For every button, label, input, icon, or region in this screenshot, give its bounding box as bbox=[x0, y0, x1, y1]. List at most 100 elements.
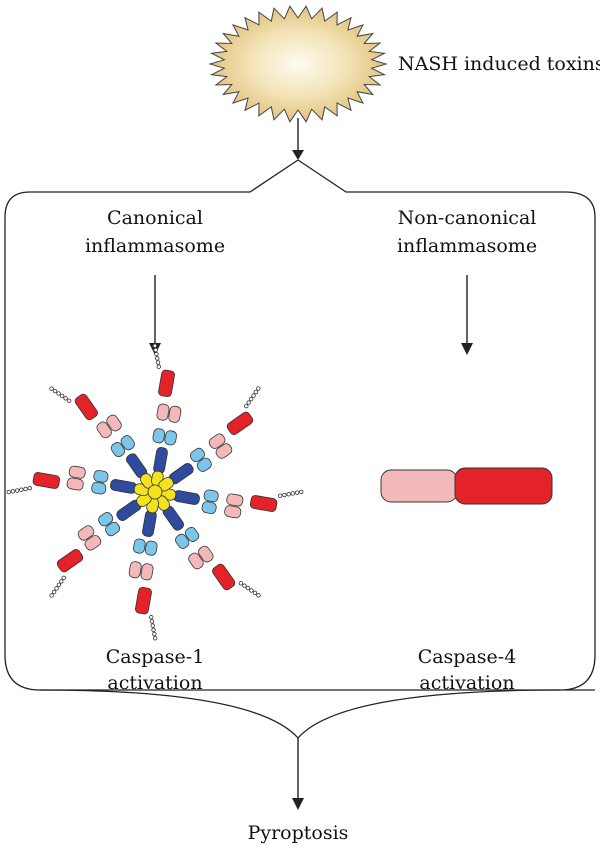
asc-domain bbox=[189, 447, 205, 463]
caspase-1-domain bbox=[49, 386, 98, 421]
substrate-bead bbox=[256, 593, 261, 598]
substrate-bead bbox=[152, 631, 157, 637]
substrate-bead bbox=[49, 386, 54, 391]
card-domain bbox=[66, 477, 84, 491]
caspase-1-domain bbox=[49, 549, 84, 598]
asc-domain bbox=[93, 470, 109, 483]
substrate-bead bbox=[59, 579, 64, 584]
toxin-label: NASH induced toxins bbox=[398, 53, 600, 75]
substrate-bead bbox=[54, 586, 59, 591]
noncanonical-arrow bbox=[461, 275, 473, 355]
card-domain bbox=[128, 561, 142, 579]
card-domain bbox=[224, 505, 242, 519]
asc-domain bbox=[120, 435, 135, 451]
nlr-domain bbox=[153, 447, 168, 474]
asc-domain bbox=[98, 512, 114, 527]
inflammasome-arm bbox=[162, 505, 261, 598]
inflammasome-arm bbox=[152, 343, 182, 474]
card-domain bbox=[208, 433, 226, 449]
substrate-bead bbox=[153, 347, 158, 353]
substrate-bead bbox=[244, 403, 249, 409]
card-domain bbox=[156, 403, 170, 421]
substrate-bead bbox=[56, 582, 62, 588]
inflammasome-arm bbox=[173, 489, 304, 519]
card-domain bbox=[198, 545, 214, 563]
substrate-bead bbox=[290, 491, 296, 496]
substrate-bead bbox=[252, 590, 258, 596]
inflammasome-arm bbox=[49, 386, 148, 479]
substrate-bead bbox=[150, 623, 155, 628]
noncanonical-title-line1: Non-canonical bbox=[397, 207, 537, 229]
substrate-bead bbox=[248, 396, 254, 402]
substrate-bead bbox=[61, 575, 66, 581]
merge-brace bbox=[39, 689, 561, 739]
caspase-4-card-domain bbox=[380, 469, 458, 503]
toxin-arrow bbox=[292, 118, 304, 160]
card-domain bbox=[84, 535, 102, 551]
card-domain bbox=[188, 552, 204, 570]
substrate-bead bbox=[151, 627, 156, 633]
caspase-1-label-line2: activation bbox=[107, 672, 203, 694]
substrate-bead bbox=[152, 636, 158, 641]
substrate-bead bbox=[23, 486, 28, 492]
inflammasome-arm bbox=[168, 386, 261, 485]
card-domain bbox=[140, 563, 154, 581]
substrate-bead bbox=[245, 585, 251, 591]
substrate-bead bbox=[246, 400, 251, 405]
substrate-bead bbox=[27, 485, 32, 491]
asc-domain bbox=[201, 501, 217, 514]
noncanonical-title-line2: inflammasome bbox=[396, 235, 538, 257]
asc-domain bbox=[203, 489, 219, 503]
card-domain bbox=[168, 405, 182, 423]
caspase-1-domain bbox=[152, 343, 175, 398]
splitting-brace bbox=[4, 159, 596, 691]
toxin-starburst-icon bbox=[208, 5, 388, 123]
substrate-bead bbox=[148, 615, 154, 620]
asc-domain bbox=[91, 481, 107, 495]
substrate-bead bbox=[152, 343, 158, 348]
card-domain bbox=[226, 493, 244, 507]
substrate-bead bbox=[14, 488, 20, 493]
asc-domain bbox=[144, 540, 158, 556]
pyroptosis-label: Pyroptosis bbox=[247, 822, 349, 844]
caspase-1-label-line1: Caspase-1 bbox=[105, 646, 205, 668]
asc-domain bbox=[152, 428, 166, 444]
substrate-bead bbox=[155, 360, 161, 365]
substrate-bead bbox=[156, 364, 162, 369]
pyroptosis-arrow bbox=[292, 738, 304, 810]
asc-domain bbox=[110, 442, 126, 458]
substrate-bead bbox=[278, 493, 283, 499]
asc-domain bbox=[184, 526, 200, 542]
substrate-bead bbox=[66, 398, 72, 403]
canonical-title-line2: inflammasome bbox=[84, 235, 226, 257]
substrate-bead bbox=[51, 589, 57, 595]
canonical-inflammasome-complex-icon bbox=[6, 343, 304, 641]
substrate-bead bbox=[63, 396, 68, 401]
inflammasome-arm bbox=[128, 510, 158, 641]
substrate-bead bbox=[155, 356, 160, 361]
substrate-bead bbox=[286, 492, 291, 497]
nlr-domain bbox=[142, 510, 157, 537]
substrate-bead bbox=[238, 581, 244, 586]
substrate-bead bbox=[149, 619, 155, 624]
inflammasome-arm bbox=[6, 465, 137, 495]
caspase-1-domain bbox=[226, 386, 261, 435]
caspase-4-label-line1: Caspase-4 bbox=[417, 646, 517, 668]
substrate-bead bbox=[294, 490, 300, 495]
asc-domain bbox=[133, 538, 146, 554]
nlr-domain bbox=[173, 490, 200, 505]
canonical-title-line1: Canonical bbox=[107, 207, 203, 229]
substrate-bead bbox=[256, 386, 261, 391]
card-domain bbox=[77, 525, 95, 541]
core-center bbox=[147, 484, 163, 500]
substrate-bead bbox=[19, 487, 24, 492]
substrate-bead bbox=[52, 388, 58, 394]
card-domain bbox=[96, 421, 112, 439]
substrate-bead bbox=[253, 389, 259, 395]
asc-domain bbox=[105, 521, 121, 537]
caspase-1-domain bbox=[212, 563, 261, 598]
nlr-domain bbox=[110, 479, 137, 494]
caspase-1-domain bbox=[6, 472, 61, 495]
substrate-bead bbox=[49, 593, 54, 598]
